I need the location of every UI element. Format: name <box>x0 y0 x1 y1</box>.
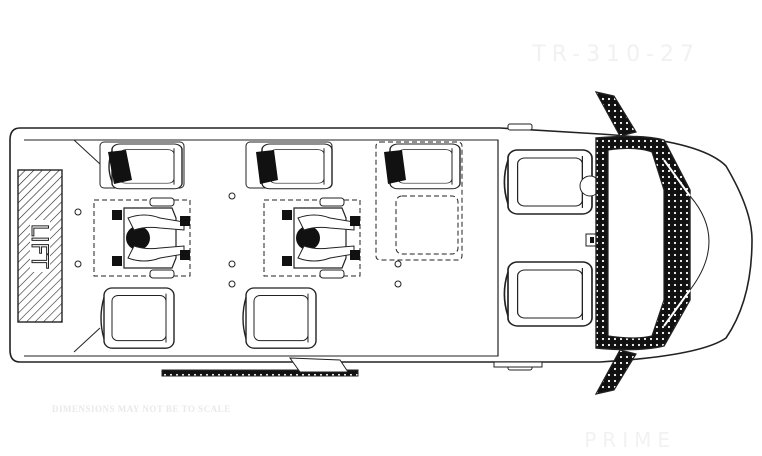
left-mirror <box>594 91 637 137</box>
side-seat-middle <box>242 287 317 349</box>
front-passenger-seat <box>503 261 593 327</box>
rear-lift: LIFT <box>17 169 63 323</box>
scale-disclaimer: DIMENSIONS MAY NOT BE TO SCALE <box>52 404 231 414</box>
passenger-seat-row3 <box>375 141 463 261</box>
brand-watermark: PRIME <box>584 428 676 452</box>
driver-seat <box>503 149 601 215</box>
side-seat-rear <box>100 287 175 349</box>
lift-label: LIFT <box>26 224 51 269</box>
passenger-seat-row2 <box>245 141 333 190</box>
dashboard <box>595 135 710 351</box>
model-code-watermark: TR-310-27 <box>532 42 700 67</box>
right-mirror <box>594 349 637 395</box>
sliding-door-track <box>161 357 543 377</box>
passenger-seat-row1 <box>99 141 185 190</box>
